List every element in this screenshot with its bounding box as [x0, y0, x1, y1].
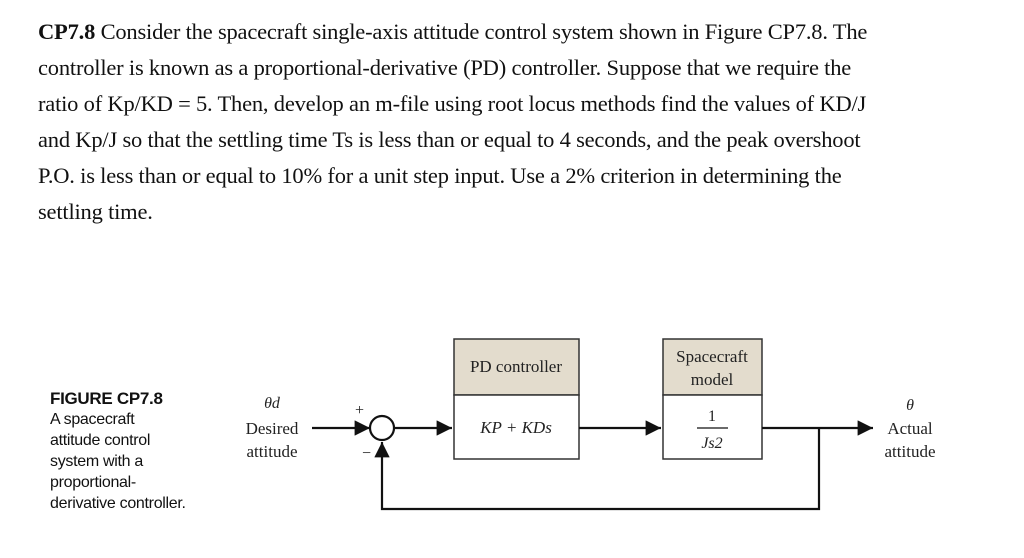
caption-line-1: A spacecraft: [50, 411, 135, 428]
caption-line-2: attitude control: [50, 432, 151, 449]
figure-caption: FIGURE CP7.8 A spacecraft attitude contr…: [50, 388, 240, 514]
input-symbol: θd: [264, 395, 281, 412]
problem-line-3: ratio of Kp/KD = 5. Then, develop an m-f…: [38, 91, 867, 116]
caption-line-4: proportional-: [50, 474, 136, 491]
problem-line-6: settling time.: [38, 199, 153, 224]
plant-numerator: 1: [708, 408, 716, 425]
plant-denominator: Js2: [701, 435, 722, 452]
input-label-desired: Desired: [246, 419, 299, 438]
controller-expr: KP + KDs: [479, 418, 552, 437]
output-label-actual: Actual: [887, 419, 933, 438]
plus-sign: +: [355, 402, 364, 419]
feedback-path: [374, 428, 821, 511]
problem-line-4: and Kp/J so that the settling time Ts is…: [38, 127, 861, 152]
controller-header-box: [453, 338, 580, 396]
caption-line-3: system with a: [50, 453, 144, 470]
minus-sign: −: [362, 445, 371, 462]
plant-header-2: model: [691, 370, 734, 389]
problem-line-1: CP7.8 Consider the spacecraft single-axi…: [38, 14, 998, 50]
problem-line-5: P.O. is less than or equal to 10% for a …: [38, 163, 842, 188]
controller-header: PD controller: [470, 357, 562, 376]
problem-line-2: controller is known as a proportional-de…: [38, 55, 852, 80]
figure-title: FIGURE CP7.8: [50, 389, 163, 408]
caption-line-5: derivative controller.: [50, 495, 186, 512]
problem-statement: CP7.8 Consider the spacecraft single-axi…: [38, 14, 998, 230]
problem-text-1: Consider the spacecraft single-axis atti…: [100, 19, 868, 44]
problem-label: CP7.8: [38, 19, 96, 44]
summing-junction: [368, 414, 396, 442]
plant-header-1: Spacecraft: [676, 347, 748, 366]
input-label-attitude: attitude: [247, 442, 298, 461]
output-label-attitude: attitude: [885, 442, 936, 461]
output-symbol: θ: [906, 397, 914, 414]
